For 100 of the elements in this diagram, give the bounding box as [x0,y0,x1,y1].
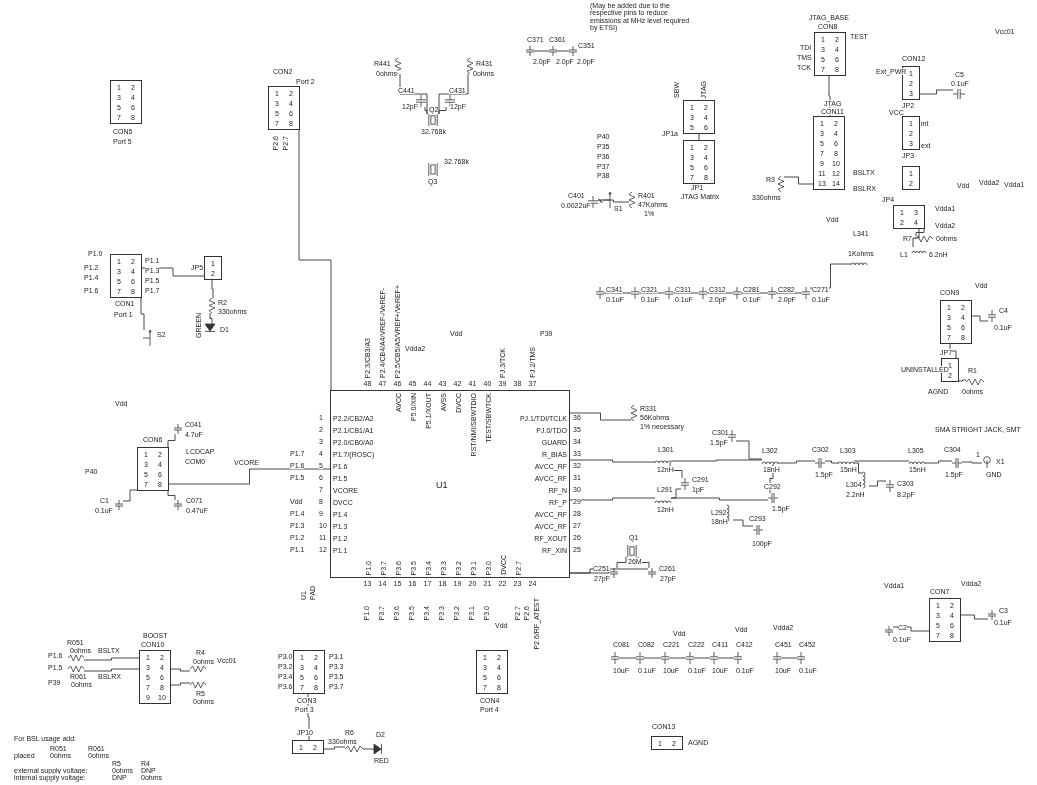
switch-symbol [603,192,613,208]
inductor-symbol [838,458,854,464]
pin-header [940,300,972,344]
capacitor-symbol [953,89,965,99]
wire [603,292,632,294]
resistor-symbol [966,379,984,385]
inductor-symbol [863,472,869,488]
resistor-symbol [395,58,401,74]
wire [971,315,989,322]
capacitor-symbol [988,310,996,322]
wire [533,50,550,52]
wire [777,460,816,464]
capacitor-symbol [699,287,707,299]
wire [780,657,798,659]
capacitor-symbol [734,652,742,664]
wire [167,433,176,448]
wire [670,497,769,501]
inductor-symbol [655,457,671,463]
capacitor-symbol [728,430,736,442]
wire [960,614,989,620]
wire [668,657,687,659]
resistor-symbol [68,655,84,661]
inductor-symbol [762,458,778,464]
pin-header [683,100,715,134]
resistor-symbol [467,58,473,74]
wire [424,106,428,115]
wire [670,459,763,462]
switch-symbol [143,330,153,346]
wire [618,657,637,659]
pin-header [139,650,171,704]
wire [83,668,140,672]
pin-header [814,32,846,76]
capacitor-symbol [886,480,894,492]
wire [140,297,145,331]
pin-header [902,166,920,190]
wire [83,657,140,661]
pin-header [476,650,508,694]
wire [168,468,331,485]
wire [637,556,650,569]
pin-header [110,254,142,298]
wire [209,312,213,325]
wire [828,75,831,117]
wire [775,292,803,294]
inductor-symbol [909,458,925,464]
capacitor-symbol [952,458,962,468]
wire [597,199,630,203]
crystal-symbol [426,114,440,126]
capacitor-symbol [797,652,805,664]
pin-header [813,116,845,190]
pin-header [292,740,324,754]
pin-header [651,736,683,750]
wire [170,682,191,686]
capacitor-symbol [665,287,673,299]
capacitor-symbol [773,652,781,664]
capacitor-symbol [549,46,557,56]
capacitor-symbol [631,287,639,299]
capacitor-symbol [733,287,741,299]
capacitor-symbol [174,424,182,434]
wire [732,519,754,527]
wire [569,412,632,421]
led-symbol [205,324,215,334]
chip-label: U1 [436,481,448,490]
capacitor-symbol [661,652,669,664]
capacitor-symbol [648,568,656,578]
wire [122,489,138,502]
wire [298,129,332,391]
pin-header [929,598,961,642]
wire [949,343,957,359]
resistor-symbol [209,298,215,313]
wire [556,50,570,52]
wire [597,199,604,203]
resistor-symbol [345,746,363,752]
pin-header [902,116,920,150]
pin-header [204,256,222,280]
resistor-symbol [190,666,206,672]
crystal-symbol [426,163,440,176]
wire [717,657,735,659]
resistor-symbol [629,192,635,208]
capacitor-symbol [815,458,825,468]
led-symbol [374,744,384,754]
wire [362,748,375,750]
wire [853,462,864,474]
wire [868,480,887,487]
capacitor-symbol [681,478,689,490]
capacitor-symbol [174,500,182,510]
wire [892,626,930,632]
wire [924,460,953,464]
wire [141,267,205,277]
capacitor-symbol [636,652,644,664]
wire [706,292,734,294]
capacitor-symbol [588,196,598,208]
wire [672,292,700,294]
wire [958,379,967,382]
capacitor-symbol [768,493,778,503]
pin-header [683,140,715,184]
capacitor-symbol [753,525,763,535]
resistor-symbol [915,236,933,242]
pin-header [268,86,300,130]
resistor-symbol [68,666,84,672]
wire [669,462,683,479]
